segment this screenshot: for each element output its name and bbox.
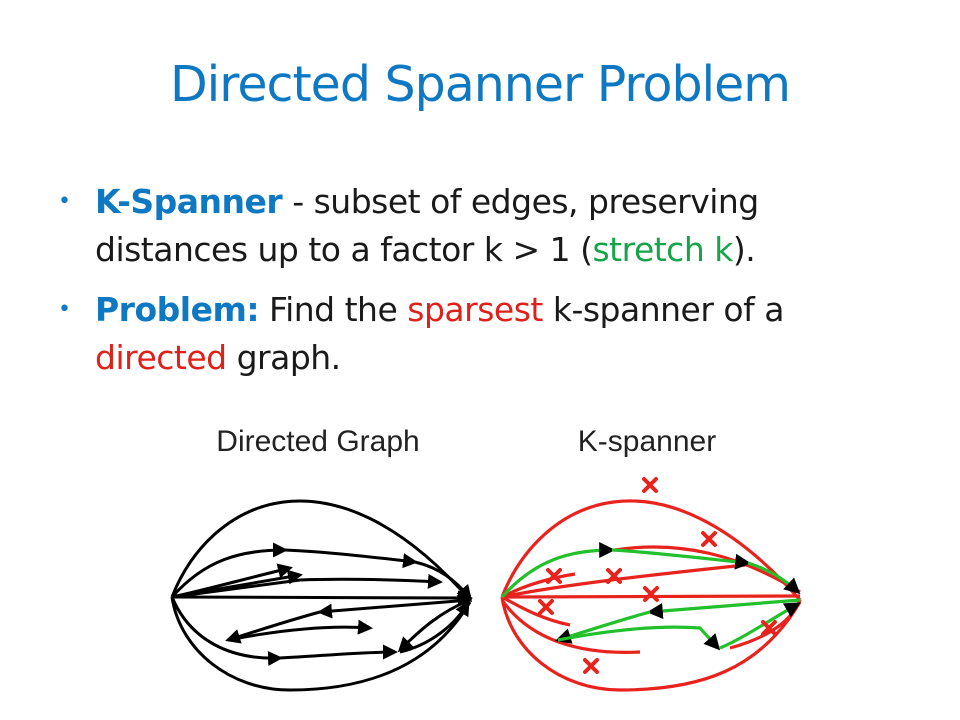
problem-text-c: graph. bbox=[226, 338, 342, 377]
bullet-problem: • Problem: Find the sparsest k-spanner o… bbox=[58, 286, 918, 382]
sparsest-highlight: sparsest bbox=[407, 290, 543, 329]
graph-edge bbox=[171, 569, 303, 599]
cross-icon bbox=[701, 531, 717, 547]
graph-edge bbox=[317, 598, 471, 619]
removed-edge bbox=[500, 596, 802, 692]
graph-edge bbox=[170, 499, 472, 603]
cross-icon bbox=[761, 620, 777, 636]
bullet-dot-icon: • bbox=[58, 189, 71, 214]
kept-edge bbox=[719, 602, 801, 650]
removed-marks bbox=[538, 477, 777, 674]
graph-edge bbox=[279, 644, 398, 660]
problem-text-a: Find the bbox=[259, 290, 408, 329]
cross-icon bbox=[546, 568, 562, 584]
problem-text-b: k-spanner of a bbox=[542, 290, 785, 329]
kept-edge bbox=[646, 598, 801, 619]
cross-icon bbox=[642, 477, 658, 493]
cross-icon bbox=[583, 658, 599, 674]
bullet-kspanner: • K-Spanner - subset of edges, preservin… bbox=[58, 178, 918, 274]
removed-edge bbox=[501, 572, 576, 599]
graph-edge bbox=[170, 596, 472, 692]
kept-edge bbox=[500, 542, 616, 599]
removed-edge bbox=[614, 545, 801, 594]
cross-icon bbox=[606, 568, 622, 584]
graph-edge bbox=[171, 573, 443, 599]
graph-edge bbox=[284, 548, 418, 569]
removed-edge bbox=[500, 499, 802, 602]
bullet-dot-icon: • bbox=[58, 297, 71, 322]
directed-graph-title: Directed Graph bbox=[216, 425, 419, 458]
graph-edge bbox=[170, 542, 288, 598]
kept-edge bbox=[611, 548, 752, 570]
removed-edge bbox=[501, 595, 571, 627]
problem-term: Problem: bbox=[95, 290, 260, 329]
slide-title: Directed Spanner Problem bbox=[169, 56, 791, 113]
kspanner-term: K-Spanner bbox=[95, 182, 283, 221]
bullet-list: • K-Spanner - subset of edges, preservin… bbox=[58, 178, 918, 394]
kspanner-text-a: - subset of edges, preserving distances … bbox=[95, 182, 759, 269]
directed-highlight: directed bbox=[95, 338, 227, 377]
cross-icon bbox=[643, 586, 659, 602]
cross-icon bbox=[538, 599, 554, 615]
kept-edge bbox=[747, 561, 801, 595]
kspanner-text-b: ). bbox=[732, 230, 756, 269]
graph-edge bbox=[225, 610, 321, 644]
graph-edge bbox=[227, 619, 373, 642]
stretch-highlight: stretch k bbox=[592, 230, 733, 269]
kspanner-title: K-spanner bbox=[578, 425, 716, 458]
graph-edge bbox=[171, 590, 473, 606]
kept-edge bbox=[557, 625, 721, 651]
kept-edge bbox=[554, 610, 651, 644]
graph-edge bbox=[170, 596, 283, 666]
directed-graph bbox=[170, 499, 473, 692]
